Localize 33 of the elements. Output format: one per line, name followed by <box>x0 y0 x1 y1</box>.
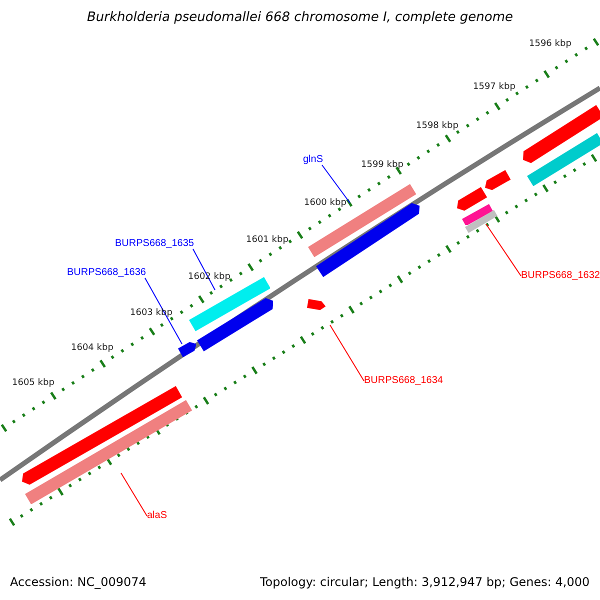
gene-feature <box>523 105 600 164</box>
gene-label: BURPS668_1635 <box>115 239 194 249</box>
gene-label: alaS <box>147 511 168 521</box>
gene-feature <box>22 386 182 486</box>
leader-line <box>322 164 350 204</box>
gene-label: glnS <box>303 155 324 165</box>
gene-feature <box>307 298 326 310</box>
scale-label: 1605 kbp <box>12 379 54 388</box>
gene-label: BURPS668_1634 <box>364 376 443 386</box>
scale-label: 1599 kbp <box>361 161 404 170</box>
gene-feature <box>485 170 511 190</box>
scale-label: 1601 kbp <box>246 236 288 245</box>
gene-feature <box>465 210 498 233</box>
scale-label: 1598 kbp <box>416 122 458 131</box>
leader-line <box>486 224 522 276</box>
scale-label: 1600 kbp <box>304 199 346 208</box>
footer-text: Topology: circular; Length: 3,912,947 bp; Genes: 4,000 <box>260 576 590 588</box>
gene-label: BURPS668_1632 <box>521 271 600 281</box>
gene-feature <box>178 342 196 358</box>
footer-text: Accession: NC_009074 <box>10 576 146 588</box>
gene-label: BURPS668_1636 <box>67 268 146 278</box>
leader-line <box>144 278 182 344</box>
scale-label: 1604 kbp <box>71 344 114 353</box>
title: Burkholderia pseudomallei 668 chromosome I, complete genome <box>86 11 514 24</box>
gene-feature <box>462 204 493 226</box>
leader-line <box>330 324 364 382</box>
gene-feature <box>526 132 600 186</box>
leader-line <box>120 472 148 516</box>
scale-label: 1597 kbp <box>473 83 516 92</box>
gene-feature <box>457 186 488 211</box>
gene-feature <box>196 298 273 352</box>
scale-label: 1596 kbp <box>529 40 572 49</box>
gene-feature <box>24 400 192 504</box>
